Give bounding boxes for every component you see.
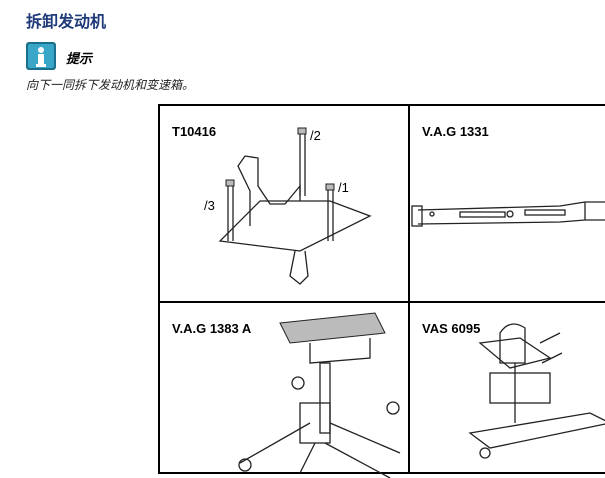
tool-label-vag1331: V.A.G 1331 bbox=[422, 124, 489, 139]
tool-vas6095-drawing bbox=[468, 323, 605, 459]
part-label-3: /3 bbox=[204, 198, 215, 213]
page-title: 拆卸发动机 bbox=[26, 12, 107, 31]
tool-vag1331-drawing bbox=[411, 201, 605, 227]
info-icon bbox=[26, 42, 56, 70]
grid-divider-vertical bbox=[408, 106, 410, 472]
part-label-2: /2 bbox=[310, 128, 321, 143]
tool-grid: T10416 /2 /1 /3 V.A.G 1331 V.A.G 1383 A bbox=[158, 104, 605, 478]
tool-label-vas6095: VAS 6095 bbox=[422, 321, 481, 336]
tool-vag1383a-drawing bbox=[238, 312, 401, 478]
hint-label: 提示 bbox=[66, 52, 93, 67]
tool-t10416-drawing: /2 /1 /3 bbox=[204, 127, 372, 285]
tool-label-t10416: T10416 bbox=[172, 124, 217, 139]
tool-label-vag1383a: V.A.G 1383 A bbox=[172, 321, 252, 336]
note-text: 向下一同拆下发动机和变速箱。 bbox=[26, 78, 195, 92]
grid-divider-horizontal bbox=[160, 301, 605, 303]
part-label-1: /1 bbox=[338, 180, 349, 195]
